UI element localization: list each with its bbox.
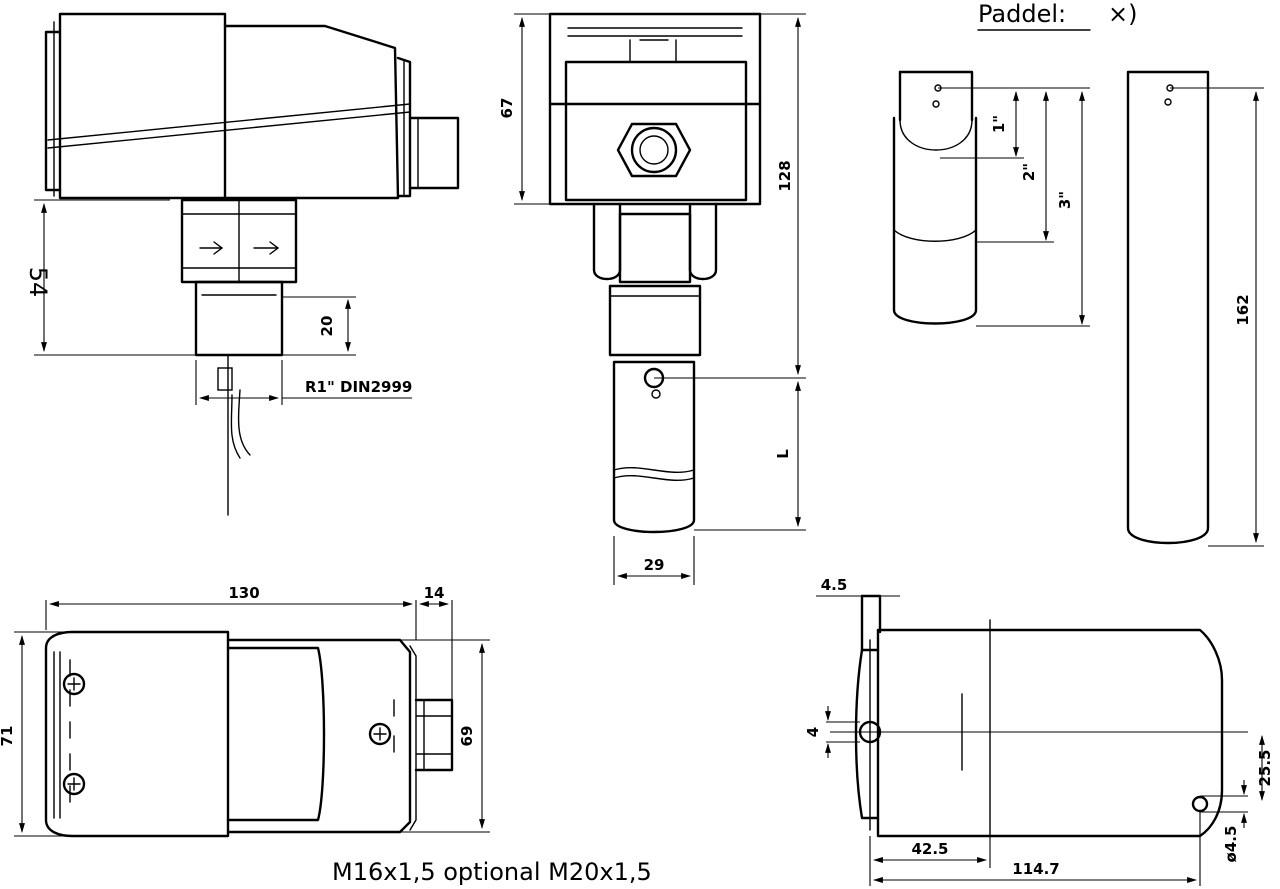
dim-14: 14 <box>424 584 445 602</box>
paddles-view: Paddel: ×) 1" 2" 3" 162 <box>892 0 1264 547</box>
gland-note: M16x1,5 optional M20x1,5 <box>332 858 652 886</box>
dim-128: 128 <box>776 160 794 191</box>
dim-162: 162 <box>1234 294 1252 325</box>
dim-1in: 1" <box>990 115 1008 133</box>
dim-54: 54 <box>24 267 52 298</box>
dim-67: 67 <box>498 98 516 119</box>
paddle-label: Paddel: <box>978 0 1066 28</box>
dim-hole-dia: ø4.5 <box>1222 826 1240 863</box>
dim-L: L <box>774 449 792 459</box>
dim-114-7: 114.7 <box>1012 860 1059 878</box>
side-view: 54 20 R1" DIN2999 <box>24 12 460 516</box>
dim-4-5: 4.5 <box>821 576 848 594</box>
dim-3in: 3" <box>1056 191 1074 209</box>
dim-42-5: 42.5 <box>911 840 948 858</box>
dim-2in: 2" <box>1020 163 1038 181</box>
dim-25-5: 25.5 <box>1256 749 1274 786</box>
mount-view: 4.5 4 42.5 114.7 25.5 ø4.5 <box>804 576 1274 886</box>
thread-label: R1" DIN2999 <box>305 378 412 396</box>
dim-130: 130 <box>228 584 259 602</box>
dim-4: 4 <box>804 727 822 737</box>
dim-20: 20 <box>318 316 336 337</box>
dim-29: 29 <box>644 556 665 574</box>
top-view: 130 14 71 69 M16x1,5 optional M20x1,5 <box>0 584 652 886</box>
dim-69: 69 <box>458 726 476 747</box>
dim-71: 71 <box>0 726 16 747</box>
front-view: 67 128 L 29 <box>498 12 806 585</box>
paddle-note: ×) <box>1108 0 1137 28</box>
